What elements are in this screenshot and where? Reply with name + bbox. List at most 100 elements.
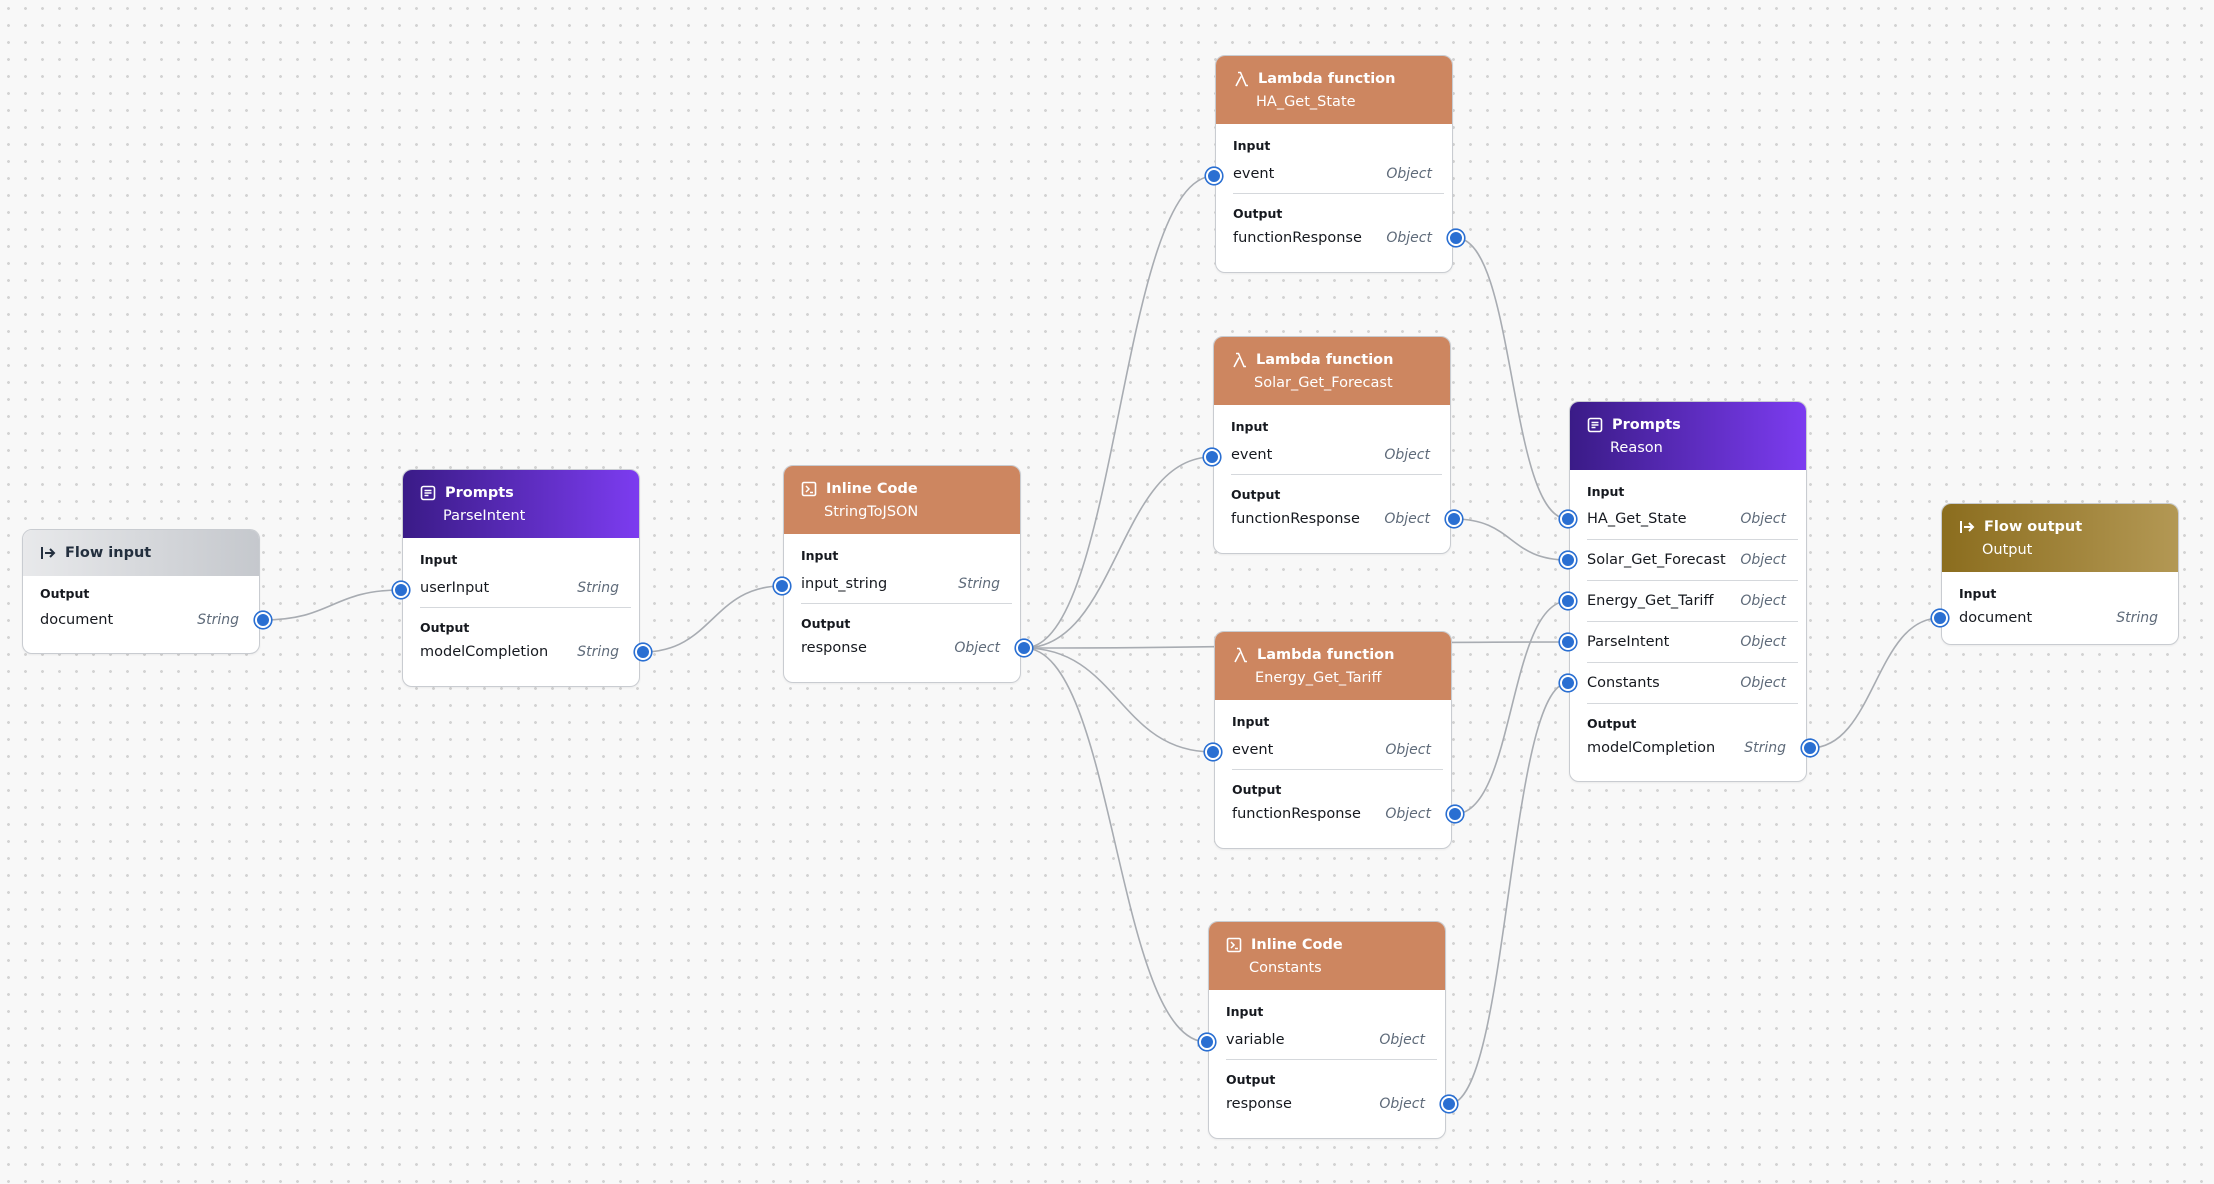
output-section-label: Output	[1226, 1072, 1276, 1087]
port-name: response	[801, 640, 867, 656]
port-name: document	[40, 612, 114, 628]
port-name: functionResponse	[1232, 806, 1361, 822]
output-port-row: functionResponse Object	[1233, 221, 1464, 255]
input-port-handle[interactable]	[1204, 449, 1220, 465]
connection-edge	[1809, 617, 1941, 749]
port-type: Object	[1379, 1032, 1425, 1048]
node-prompts-reason[interactable]: Prompts Reason Input HA_Get_State Object…	[1560, 401, 1818, 782]
port-name: ParseIntent	[1587, 634, 1670, 650]
output-port-handle[interactable]	[255, 612, 271, 628]
node-name: ParseIntent	[443, 508, 526, 524]
input-port-row: input_string String	[774, 569, 1012, 604]
input-port-handle[interactable]	[393, 582, 409, 598]
output-port-row: document String	[40, 603, 271, 637]
port-name: Constants	[1587, 675, 1660, 691]
lambda-icon	[1230, 351, 1248, 369]
input-port-handle[interactable]	[1560, 593, 1576, 609]
output-port-handle[interactable]	[1446, 511, 1462, 527]
connection-edge	[1455, 237, 1569, 520]
input-port-row: Energy_Get_Tariff Object	[1560, 581, 1798, 622]
input-port-handle[interactable]	[1560, 634, 1576, 650]
connection-edge	[1023, 647, 1214, 753]
port-name: HA_Get_State	[1587, 511, 1687, 527]
input-port-handle[interactable]	[774, 578, 790, 594]
node-name: Reason	[1610, 440, 1663, 456]
output-section-label: Output	[1587, 716, 1637, 731]
input-port-row: event Object	[1206, 159, 1444, 194]
input-section-label: Input	[1233, 138, 1271, 153]
port-name: input_string	[801, 576, 888, 592]
node-type-label: Inline Code	[1251, 937, 1343, 953]
port-name: document	[1959, 610, 2033, 626]
port-type: Object	[1740, 511, 1786, 527]
output-port-handle[interactable]	[1441, 1096, 1457, 1112]
input-section-label: Input	[801, 548, 839, 563]
input-port-row: event Object	[1205, 735, 1443, 770]
node-lambda-solar-get-forecast[interactable]: Lambda function Solar_Get_Forecast Input…	[1204, 336, 1462, 554]
input-port-row: HA_Get_State Object	[1560, 499, 1798, 540]
port-type: Object	[1740, 552, 1786, 568]
input-port-handle[interactable]	[1560, 552, 1576, 568]
port-type: Object	[1740, 593, 1786, 609]
connection-edge	[262, 589, 402, 621]
output-section-label: Output	[420, 620, 470, 635]
output-port-handle[interactable]	[635, 644, 651, 660]
flow-output-icon	[1958, 518, 1976, 536]
connection-edge	[1023, 175, 1215, 649]
input-port-row: Solar_Get_Forecast Object	[1560, 540, 1798, 581]
node-inline-code-constants[interactable]: Inline Code Constants Input variable Obj…	[1199, 921, 1457, 1139]
code-terminal-icon	[800, 480, 818, 498]
port-type: Object	[954, 640, 1000, 656]
port-name: functionResponse	[1233, 230, 1362, 246]
node-inline-code-stringtojson[interactable]: Inline Code StringToJSON Input input_str…	[774, 465, 1032, 683]
output-port-handle[interactable]	[1016, 640, 1032, 656]
input-port-handle[interactable]	[1560, 511, 1576, 527]
port-name: event	[1233, 166, 1275, 182]
port-name: modelCompletion	[420, 644, 549, 660]
node-prompts-parseintent[interactable]: Prompts ParseIntent Input userInput Stri…	[393, 469, 651, 687]
port-name: event	[1232, 742, 1274, 758]
flow-input-icon	[39, 544, 57, 562]
node-flow-input[interactable]: Flow input Output document String	[22, 529, 271, 654]
output-port-row: response Object	[801, 631, 1032, 665]
output-port-handle[interactable]	[1448, 230, 1464, 246]
input-port-handle[interactable]	[1199, 1034, 1215, 1050]
input-section-label: Input	[1232, 714, 1270, 729]
node-type-label: Prompts	[445, 485, 514, 501]
input-section-label: Input	[1587, 484, 1625, 499]
node-type-label: Prompts	[1612, 417, 1681, 433]
port-type: Object	[1386, 230, 1432, 246]
output-port-row: modelCompletion String	[1587, 731, 1818, 765]
node-header: Lambda function Solar_Get_Forecast	[1214, 337, 1450, 405]
node-lambda-ha-get-state[interactable]: Lambda function HA_Get_State Input event…	[1206, 55, 1464, 273]
node-lambda-energy-get-tariff[interactable]: Lambda function Energy_Get_Tariff Input …	[1205, 631, 1463, 849]
output-port-row: modelCompletion String	[420, 635, 651, 669]
node-header: Prompts ParseIntent	[403, 470, 639, 538]
input-port-handle[interactable]	[1932, 610, 1948, 626]
input-section-label: Input	[1959, 586, 1997, 601]
input-port-row: ParseIntent Object	[1560, 622, 1798, 663]
input-port-handle[interactable]	[1560, 675, 1576, 691]
node-header: Lambda function HA_Get_State	[1216, 56, 1452, 124]
node-flow-output[interactable]: Flow output Output Input document String	[1932, 503, 2179, 645]
output-port-handle[interactable]	[1802, 740, 1818, 756]
node-header: Flow input	[23, 530, 259, 576]
port-type: Object	[1379, 1096, 1425, 1112]
port-name: event	[1231, 447, 1273, 463]
connection-edge	[1454, 600, 1569, 815]
connection-edge	[1453, 518, 1569, 561]
code-terminal-icon	[1225, 936, 1243, 954]
node-type-label: Inline Code	[826, 481, 918, 497]
output-section-label: Output	[801, 616, 851, 631]
input-port-handle[interactable]	[1205, 744, 1221, 760]
port-name: Solar_Get_Forecast	[1587, 552, 1726, 568]
port-type: String	[1744, 740, 1786, 756]
input-port-handle[interactable]	[1206, 168, 1222, 184]
output-port-handle[interactable]	[1447, 806, 1463, 822]
port-type: String	[958, 576, 1000, 592]
node-type-label: Lambda function	[1256, 352, 1394, 368]
port-name: Energy_Get_Tariff	[1587, 593, 1714, 609]
node-name: Energy_Get_Tariff	[1255, 670, 1382, 686]
node-name: StringToJSON	[824, 504, 919, 520]
port-type: Object	[1384, 511, 1430, 527]
